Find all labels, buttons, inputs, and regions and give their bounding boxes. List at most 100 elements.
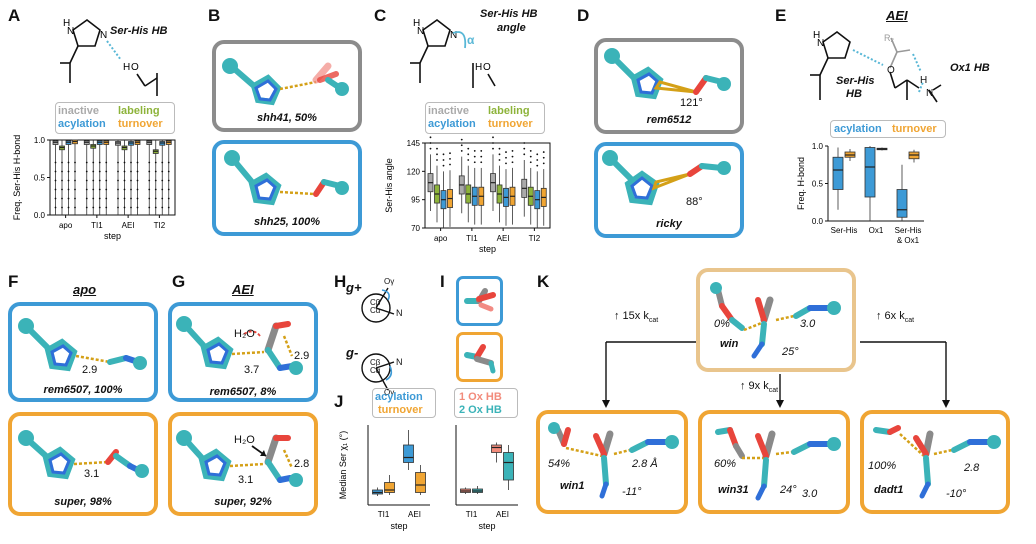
card-win: 0% 3.0 25° win [696,268,856,372]
outlier-point [130,170,132,173]
outlier-point [117,179,119,182]
outlier-point [123,179,126,182]
outlier-point [442,164,445,167]
outlier-point [74,206,76,209]
outlier-point [54,170,57,173]
outlier-point [98,206,101,209]
structure-win1 [548,422,679,499]
outlier-point [161,179,164,182]
panel-c-label: C [374,6,387,25]
x-tick-label: Ser-His [831,226,858,235]
plot-frame [424,142,551,229]
structure-super-aei [176,430,303,487]
j-left-box-turnover-TI1-box [384,482,395,493]
outlier-point [54,179,57,182]
outlier-point [154,197,157,200]
outlier-point [523,142,526,144]
box-acylation-Ser-His-box [832,156,844,190]
x-tick-label: AEI [497,234,510,243]
panel-d-card-2: 88° ricky [594,142,744,238]
n-label-top: N [396,308,403,318]
j-right-x-tick-label: TI1 [466,510,478,519]
panel-h-label: H [334,272,347,291]
y-tick-label: 120 [407,167,421,176]
structure-dadt1 [873,425,1001,499]
arrow-label-dadt1: ↑ 6x kcat [876,310,915,325]
outlier-point [61,197,63,200]
dadt1-distance: 2.8 [964,462,980,474]
outlier-point [98,179,101,182]
outlier-point [473,155,476,158]
outlier-point [442,153,445,156]
outlier-point [167,206,170,209]
outlier-point [161,170,164,173]
legend-inactive: inactive [58,105,99,117]
structure-super-apo [18,430,149,480]
outlier-point [136,206,139,209]
panel-e-hb2: Ox1 HB [950,62,990,74]
win1-name: win1 [560,480,585,492]
box-acylation-Ser-His & Ox1-box [896,189,908,218]
outlier-point [161,206,164,209]
outlier-point [167,161,170,164]
panel-a-label: A [8,6,21,25]
structure-rem6507-aei [176,316,303,375]
y-tick-label: 0.5 [812,180,824,189]
outlier-point [429,147,432,150]
j-left-x-axis-label: step [390,521,407,531]
outlier-point [161,188,164,191]
outlier-point [167,170,170,173]
outlier-point [154,170,157,173]
outlier-point [54,161,57,164]
panel-e-r2: R₂ [884,33,894,43]
outlier-point [123,188,126,191]
outlier-point [105,161,108,164]
cb-label-bottom: Cβ [370,358,381,367]
legend-labeling: labeling [118,105,160,117]
value-rem6507-apo: 2.9 [82,364,98,376]
outlier-point [74,197,76,200]
outlier-point [449,163,451,166]
outlier-point [74,161,76,164]
structure-i-gminus [464,344,496,374]
y-tick-label: 95 [411,196,420,205]
outlier-point [105,188,108,191]
outlier-point [130,179,132,182]
outlier-point [480,150,483,152]
legend-inactive: inactive [428,105,469,117]
outlier-point [117,161,119,164]
legend-turnover: turnover [488,118,533,130]
panel-j-label: J [334,392,344,411]
outlier-point [154,161,157,164]
legend-turnover: turnover [892,123,937,135]
outlier-point [105,206,108,209]
outlier-point [130,161,132,164]
panel-e-hb1: Ser-His [836,75,875,87]
y-tick-label: 1.0 [34,136,46,145]
panel-e-hb1b: HB [846,88,862,100]
outlier-point [536,159,539,161]
win1-distance: 2.8 Å [632,458,658,470]
outlier-point [123,170,126,173]
outlier-point [523,147,526,150]
structure-rem6507-apo [18,318,147,372]
outlier-point [92,197,95,200]
outlier-point [161,161,164,164]
j-left-box-turnover-AEI-box [415,472,426,493]
value-super-aei-a: 2.8 [294,458,310,470]
panel-a-schematic: H N N H O [60,18,158,96]
panel-g-card-1: H₂O 2.9 3.7 rem6507, 8% [168,302,318,402]
ca-label-top: Cα [370,306,381,315]
svg-text:H: H [63,18,70,29]
outlier-point [498,153,501,156]
outlier-point [61,170,63,173]
n-label-bottom: N [396,357,403,367]
svg-text:N: N [450,30,457,41]
panel-i-card-2 [456,332,503,382]
j-left-box-acylation-AEI-box [403,444,414,463]
panel-g-label: G [172,272,186,291]
outlier-point [61,161,63,164]
